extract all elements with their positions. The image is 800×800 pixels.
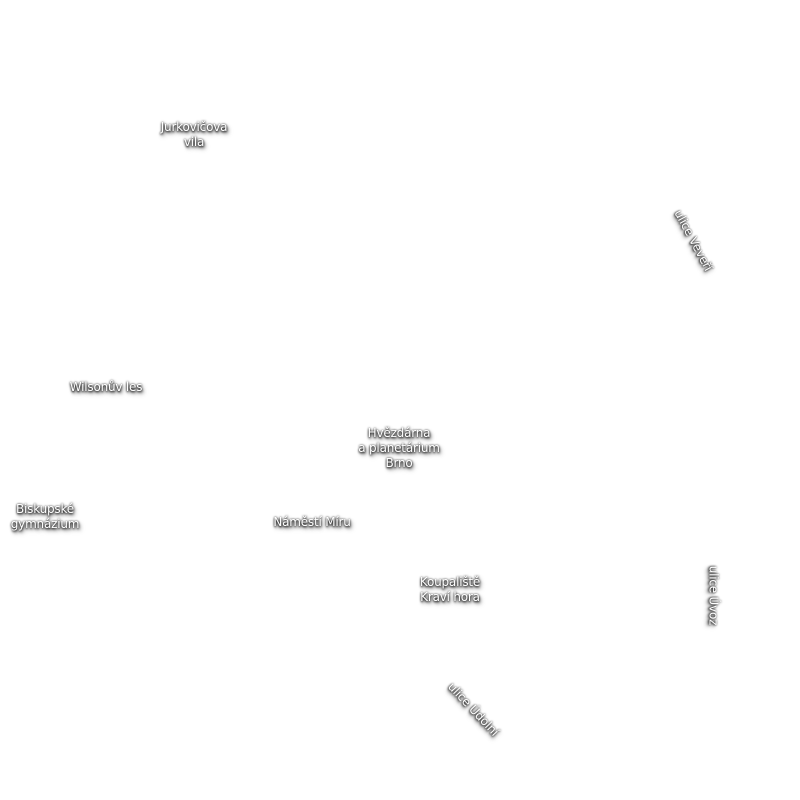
- street-label-uvoz: ulice Úvoz: [706, 565, 721, 626]
- street-label-udolni: ulice Údolní: [445, 679, 502, 739]
- place-label-namesti-miru: Náměstí Míru: [273, 515, 351, 529]
- place-label-wilsonuv-les: Wilsonův les: [69, 380, 143, 394]
- street-label-veveri: ulice Veveří: [671, 207, 716, 274]
- place-label-koupaliste: Koupaliště Kraví hora: [419, 575, 481, 604]
- place-label-hvezdarna: Hvězdárna a planetárium Brno: [358, 426, 440, 470]
- place-label-jurkovicova-vila: Jurkovičova vila: [160, 120, 228, 149]
- place-label-biskupske-gymnazium: Biskupské gymnázium: [10, 502, 80, 531]
